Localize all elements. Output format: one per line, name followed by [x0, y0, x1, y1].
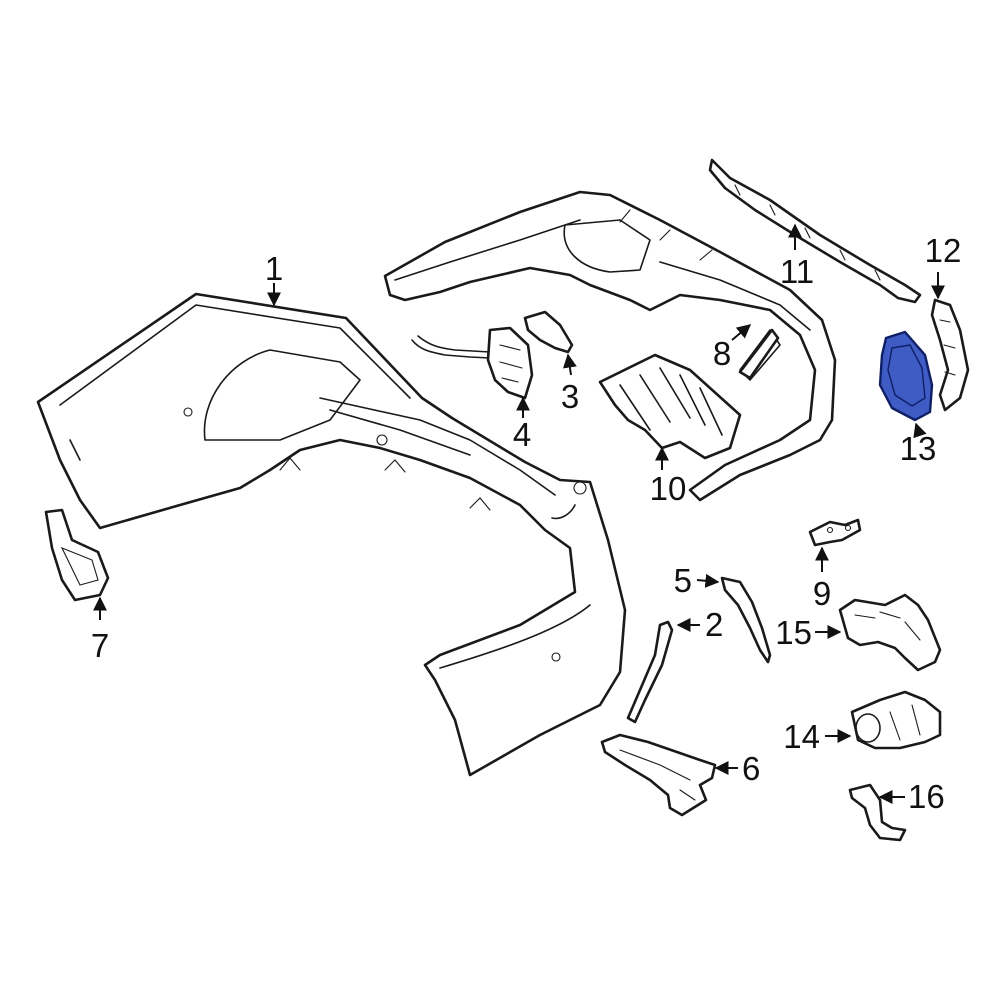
callout-1[interactable]: 1	[265, 250, 283, 287]
diffuser-insert-part[interactable]	[383, 190, 837, 502]
side-bracket-part[interactable]	[930, 298, 970, 412]
leader-lines	[93, 223, 945, 804]
callout-11[interactable]: 11	[780, 253, 814, 290]
callout-3[interactable]: 3	[561, 378, 579, 415]
reflector-bracket-part[interactable]	[44, 508, 110, 602]
parking-sensor-part[interactable]	[850, 690, 942, 750]
callout-12[interactable]: 12	[925, 232, 962, 269]
callout-14[interactable]: 14	[783, 718, 820, 755]
ribbed-insert-part[interactable]	[598, 353, 742, 460]
callout-5[interactable]: 5	[674, 562, 692, 599]
bumper-cover-part[interactable]	[36, 292, 627, 777]
wiring-bracket-part[interactable]	[411, 326, 534, 400]
lower-trim-strip-part[interactable]	[708, 158, 922, 304]
trim-strip-part[interactable]	[626, 620, 674, 724]
callout-8[interactable]: 8	[713, 335, 731, 372]
callout-6[interactable]: 6	[742, 750, 760, 787]
side-support-part[interactable]	[600, 733, 717, 817]
callout-10[interactable]: 10	[650, 470, 687, 507]
callout-9[interactable]: 9	[813, 575, 831, 612]
sensor-housing-part[interactable]	[838, 593, 942, 672]
callout-15[interactable]: 15	[775, 614, 812, 651]
callout-16[interactable]: 16	[908, 778, 945, 815]
callout-4[interactable]: 4	[513, 416, 531, 453]
cover-plate-part[interactable]	[878, 330, 934, 422]
callout-labels: 1 2 3 4 5 6 7 8 9 10 11 12 13 14 15 16	[91, 232, 962, 815]
molding-part[interactable]	[720, 576, 772, 664]
bracket-clip-part[interactable]	[738, 328, 780, 380]
sensor-bracket-part[interactable]	[808, 518, 862, 547]
callout-13[interactable]: 13	[900, 430, 937, 467]
callout-7[interactable]: 7	[91, 627, 109, 664]
callout-2[interactable]: 2	[705, 606, 723, 643]
sensor-clip-part[interactable]	[848, 783, 907, 842]
small-bracket-part[interactable]	[523, 310, 574, 354]
